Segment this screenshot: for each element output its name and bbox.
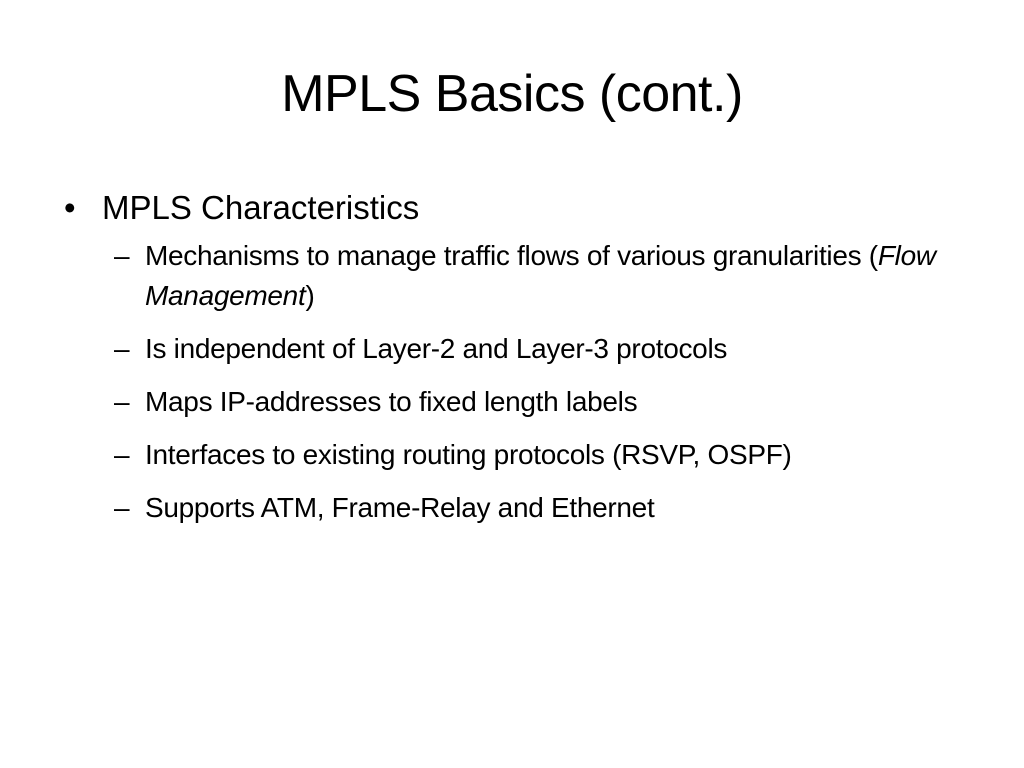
sub-bullet-flow-management: – Mechanisms to manage traffic flows of … — [60, 236, 960, 316]
sub-bullet-text: Maps IP-addresses to fixed length labels — [145, 386, 638, 417]
sub-bullet-routing-protocols: – Interfaces to existing routing protoco… — [60, 435, 960, 475]
sub-bullet-layer-independence: – Is independent of Layer-2 and Layer-3 … — [60, 329, 960, 369]
sub-bullet-text: Supports ATM, Frame-Relay and Ethernet — [145, 492, 655, 523]
sub-bullet-text: Is independent of Layer-2 and Layer-3 pr… — [145, 333, 728, 364]
sub-bullet-link-support: – Supports ATM, Frame-Relay and Ethernet — [60, 488, 960, 528]
dash-marker: – — [114, 439, 130, 470]
sub-bullet-ip-labels: – Maps IP-addresses to fixed length labe… — [60, 382, 960, 422]
dash-marker: – — [114, 386, 130, 417]
bullet-mpls-characteristics: • MPLS Characteristics — [60, 180, 960, 236]
sub-bullet-list: – Mechanisms to manage traffic flows of … — [60, 236, 960, 528]
sub-bullet-emphasis: Flow Management — [145, 240, 936, 311]
sub-bullet-text: Mechanisms to manage traffic flows of va… — [145, 240, 878, 271]
slide-title: MPLS Basics (cont.) — [281, 65, 743, 123]
slide-content: • MPLS Characteristics – Mechanisms to m… — [60, 180, 960, 541]
dash-marker: – — [114, 333, 130, 364]
dash-marker: – — [114, 492, 130, 523]
bullet-marker: • — [64, 189, 76, 226]
bullet-text: MPLS Characteristics — [102, 189, 420, 226]
sub-bullet-text-end: ) — [305, 280, 315, 311]
dash-marker: – — [114, 240, 130, 271]
sub-bullet-text: Interfaces to existing routing protocols… — [145, 439, 792, 470]
